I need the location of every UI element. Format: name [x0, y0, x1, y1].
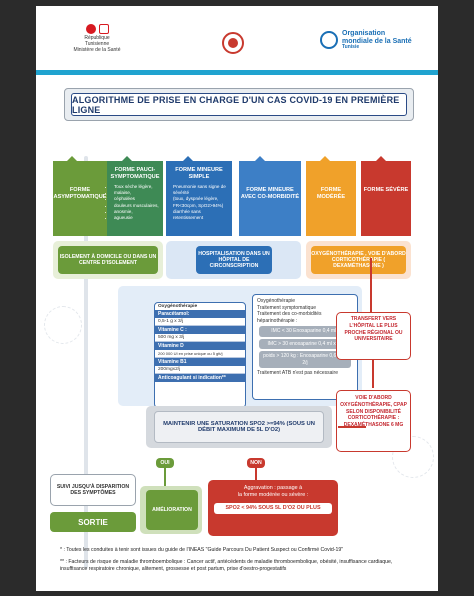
non-label: NON [247, 458, 265, 468]
aggravation-line: Aggravation : passage à [243, 485, 303, 491]
form-card-pauci: FORME PAUCI-SYMPTOMATIQUE Toux sèche lég… [107, 161, 163, 236]
voie-box: VOIE D'ABORD OXYGÉNOTHÉRAPIE, CPAP SELON… [336, 390, 411, 452]
flow-spine [84, 156, 88, 569]
transfer-box: TRANSFERT VERS L'HÔPITAL LE PLUS PROCHE … [336, 312, 411, 360]
medication-box: Oxygénothérapie Paracétamol: 0,5-1 g x 3… [154, 302, 246, 408]
who-line2: mondiale de la Santé [342, 37, 412, 45]
heparin-pill: IMC > 30 enoxaparine 0,4 ml x 2/j [259, 338, 351, 349]
form-title: FORME PAUCI-SYMPTOMATIQUE [110, 167, 160, 180]
symptom-item: Pneumonie sans signe de sévérité [173, 184, 232, 196]
who-line1: Organisation [342, 30, 386, 37]
footnote-1: * : Toutes les conduites à tenir sont is… [60, 547, 344, 553]
heparin-pill: IMC < 30 Enoxaparine 0,4 ml/j [259, 326, 351, 337]
med-value: 500 mg x 3/j [155, 334, 245, 342]
voie-text: VOIE D'ABORD OXYGÉNOTHÉRAPIE, CPAP SELON… [340, 395, 407, 428]
heparin-pill: poids > 120 kg : Enoxaparine 0,6 ml x 2/… [259, 351, 351, 368]
poster-page: République Tunisienne Ministère de la Sa… [36, 6, 438, 591]
connector-line [370, 258, 372, 313]
saturation-text: MAINTENIR UNE SATURATION SPO2 >=94% (SOU… [154, 411, 324, 443]
comorb-line: héparinothérapie : [257, 317, 298, 324]
action-isolement: ISOLEMENT À DOMICILE OU DANS UN CENTRE D… [58, 246, 158, 274]
med-header: Oxygénothérapie [158, 304, 198, 309]
form-title: FORME ASYMPTOMATIQUE [53, 187, 107, 200]
action-oxygen: OXYGÉNOTHÉRAPIE , VOIE D'ABORD CORTICOTH… [311, 246, 406, 274]
form-card-moderee: FORME MODÉRÉE [306, 161, 356, 236]
med-label: Vitamine D [155, 342, 245, 350]
comorb-line: Traitement symptomatique [257, 304, 317, 311]
symptom-item: douleurs musculaires, [114, 203, 163, 209]
suivi-box: SUIVI JUSQU'À DISPARITION DES SYMPTÔMES [50, 474, 136, 506]
oui-label: OUI [156, 458, 174, 468]
connector-line [164, 468, 166, 486]
symptom-item: agueusie [114, 215, 163, 221]
connector-line [255, 468, 257, 480]
comorb-line: Oxygénothérapie [257, 298, 296, 304]
med-value: 200 000 UI en prise unique ou 5 gtt/j [155, 350, 245, 358]
transfer-text: TRANSFERT VERS L'HÔPITAL LE PLUS PROCHE … [344, 316, 403, 343]
med-value: 200mgx2/j [155, 366, 245, 374]
card-tab [182, 156, 194, 162]
med-label: Vitamine B1 [155, 358, 245, 366]
tunisia-flag-icon [85, 24, 96, 34]
card-tab [375, 156, 387, 162]
card-tab [254, 156, 266, 162]
sortie-button: SORTIE [50, 512, 136, 532]
symptom-item: (toux, dyspnée légère, FR<30cpm, SpO2>94… [173, 196, 232, 208]
med-label: Paracétamol: [155, 310, 245, 318]
who-emblem-icon [320, 31, 338, 50]
aggravation-box: Aggravation : passage à la forme modérée… [208, 480, 338, 536]
symptom-item: diarrhée sans retentissement [173, 209, 232, 221]
form-card-mineure-simple: FORME MINEURE SIMPLE Pneumonie sans sign… [166, 161, 232, 236]
footnote-2: ** : Facteurs de risque de maladie throm… [60, 559, 393, 572]
aggravation-line: la forme modérée ou sévère : [237, 492, 309, 499]
form-title: FORME MINEURE AVEC CO-MORBIDITÉ [240, 187, 300, 200]
page-title: ALGORITHME DE PRISE EN CHARGE D'UN CAS C… [71, 93, 407, 116]
med-label: Anticoagulant si indication** [155, 374, 245, 382]
form-card-severe: FORME SÉVÈRE [361, 161, 411, 236]
tunisia-logo-block: République Tunisienne Ministère de la Sa… [72, 24, 122, 53]
virus-decoration [392, 436, 434, 478]
atb-note: Traitement ATB n'est pas nécessaire [257, 370, 338, 376]
card-tab [121, 156, 133, 162]
tunisia-emblem-icon [98, 24, 109, 34]
symptom-item: Toux sèche légère, [114, 184, 163, 190]
form-title: FORME MODÉRÉE [316, 187, 346, 200]
form-card-mineure-comorbidite: FORME MINEURE AVEC CO-MORBIDITÉ [239, 161, 301, 236]
symptom-list: Toux sèche légère, malaise, céphalées do… [107, 184, 163, 221]
symptom-item: malaise, [114, 190, 163, 196]
form-card-asymptomatique: FORME ASYMPTOMATIQUE [53, 161, 107, 236]
header-divider [36, 70, 438, 75]
aggravation-criterion: SPO2 < 94% SOUS 5L D'O2 OU PLUS [214, 502, 332, 514]
card-tab [319, 156, 331, 162]
symptom-list: Pneumonie sans signe de sévérité (toux, … [166, 184, 232, 221]
tunisia-line1: République Tunisienne [84, 35, 110, 47]
virus-decoration [44, 306, 82, 344]
amelioration-box: AMÉLIORATION [146, 490, 198, 530]
tunisia-line2: Ministère de la Santé [73, 46, 121, 53]
connector-line [372, 360, 374, 388]
symptom-item: anosmie, [114, 209, 163, 215]
med-label: Vitamine C : [155, 326, 245, 334]
form-title: FORME MINEURE SIMPLE [175, 167, 223, 180]
title-frame: ALGORITHME DE PRISE EN CHARGE D'UN CAS C… [64, 88, 414, 121]
connector-line [338, 426, 366, 428]
who-logo-block: Organisation mondiale de la Santé Tunisi… [320, 30, 412, 51]
comorb-line: Traitement des co-morbidités [257, 311, 322, 317]
med-value: 0,5-1 g x 3/j [155, 318, 245, 326]
ineas-logo-icon [222, 32, 244, 54]
action-hospitalisation: HOSPITALISATION DANS UN HÔPITAL DE CIRCO… [196, 246, 272, 274]
form-title: FORME SÉVÈRE [363, 187, 409, 193]
who-line3: Tunisie [342, 44, 360, 51]
symptom-item: céphalées [114, 196, 163, 202]
card-tab [66, 156, 78, 162]
